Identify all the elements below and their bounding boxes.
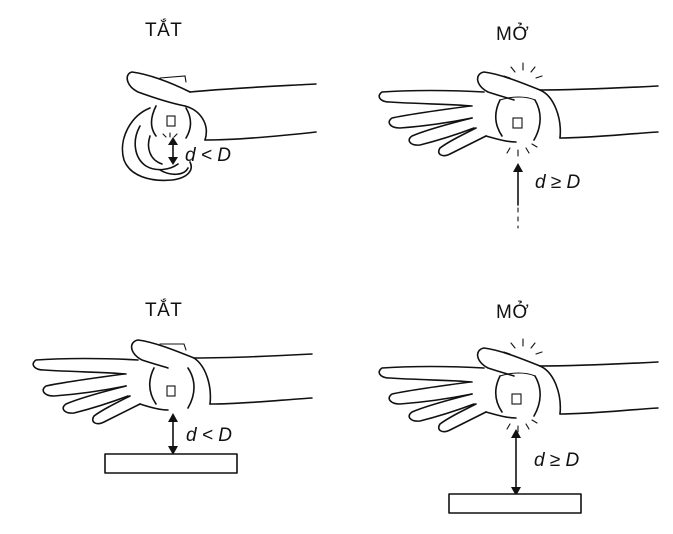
state-label-top-left: TẮT	[145, 20, 183, 41]
panel-top-right: MỞ d ≥ D	[340, 0, 673, 260]
curled-hand-illustration	[121, 71, 317, 182]
distance-label-top-right: d ≥ D	[535, 172, 581, 193]
panel-bottom-left: TẮT d < D	[0, 270, 330, 534]
panel-top-left: TẮT d < D	[0, 0, 330, 260]
surface-far	[448, 493, 582, 514]
state-label-bottom-left: TẮT	[145, 300, 183, 321]
state-label-bottom-right: MỞ	[496, 302, 530, 323]
distance-label-top-left: d < D	[185, 145, 231, 166]
flat-hand-far-surface-illustration	[378, 338, 659, 514]
surface-near	[104, 453, 238, 474]
state-label-top-right: MỞ	[496, 24, 530, 45]
flat-hand-near-surface-illustration	[32, 339, 313, 474]
flat-hand-watch-on-illustration	[378, 62, 659, 229]
panel-bottom-right: MỞ d ≥ D	[340, 270, 673, 534]
distance-label-bottom-right: d ≥ D	[534, 450, 580, 471]
distance-label-bottom-left: d < D	[186, 425, 232, 446]
